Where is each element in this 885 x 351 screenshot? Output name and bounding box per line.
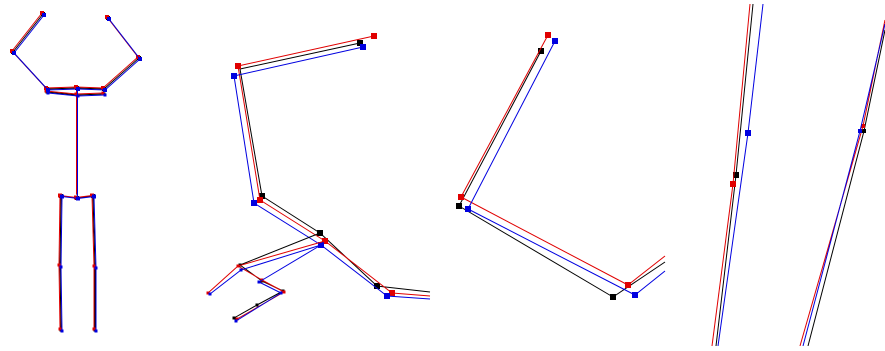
bone-b-red-bone [800,126,863,346]
limb-blue-joint-marker [552,38,558,44]
panel-arm-leg-zoom [207,33,431,323]
bone-a-blue-bone [748,4,763,133]
leg-blue-joint-marker [240,269,243,272]
limb-blue-joint-marker [632,292,638,298]
panel-limb-zoom [456,32,665,300]
bone-b-black-bone [808,131,864,346]
limb-blue-bone [468,41,555,209]
arm-blue-joint-marker [360,44,366,50]
bone-b-blue-bone [860,24,885,131]
skeleton-blue-shoulders-joint-marker [77,95,80,98]
arm-blue-bone [254,203,321,245]
bone-a-blue-joint-marker [745,130,751,136]
skeleton-blue-left-arm-joint-marker [12,51,16,55]
skeleton-blue-right-arm-bone [109,19,140,59]
limb-red-joint-marker [545,32,551,38]
limb-blue-bone [468,209,635,295]
skeleton-blue-left-leg-joint-marker [61,196,64,199]
arm-blue-joint-marker [384,293,390,299]
limb-blue-bone [635,271,665,295]
leg-blue-lower-joint-marker [280,292,283,295]
leg-red-lower-bone [238,266,262,280]
skeleton-blue-right-leg-joint-marker [95,267,98,270]
leg-black-bone [257,291,283,305]
skeleton-blue-right-arm-joint-marker [107,17,111,21]
skeleton-blue-left-arm-joint-marker [42,13,46,17]
limb-red-bone [461,197,628,285]
skeleton-blue-left-leg-joint-marker [61,330,64,333]
bone-a-red-joint-marker [730,181,736,187]
leg-blue-lower-bone [236,293,281,321]
leg-black-joint-marker [233,317,236,320]
bone-b-blue-bone [803,131,860,346]
leg-blue-lower-joint-marker [320,244,323,247]
bone-a-red-bone [733,4,750,184]
limb-black-bone [459,51,541,206]
bone-a-black-bone [736,4,753,175]
arm-red-joint-marker [235,63,241,69]
arm-red-bone [325,241,392,293]
leg-black-bone [234,305,257,318]
leg-red-bone [238,241,325,266]
bone-a-blue-bone [718,133,748,346]
skeleton-blue-left-leg-joint-marker [60,266,63,269]
leg-red-lower-joint-marker [283,291,286,294]
arm-blue-joint-marker [251,200,257,206]
arm-black-bone [262,196,320,233]
skeleton-blue-hips-joint-marker [76,197,80,201]
skeleton-blue-left-arm-bone [14,53,48,90]
skeleton-black-left-arm-bone [13,14,43,52]
leg-blue-lower-joint-marker [258,281,261,284]
skeleton-blue-shoulders-joint-marker [104,94,107,97]
leg-red-lower-joint-marker [237,265,240,268]
leg-blue-bone [210,270,241,294]
limb-red-bone [461,35,548,197]
skeleton-blue-left-arm-bone [14,15,44,53]
leg-red-lower-bone [262,280,284,292]
leg-black-joint-marker [256,304,259,307]
leg-blue-joint-marker [209,293,212,296]
arm-blue-joint-marker [231,73,237,79]
limb-black-joint-marker [610,294,616,300]
arm-red-joint-marker [257,197,263,203]
skeleton-blue-shoulders-joint-marker [47,92,50,95]
arm-red-joint-marker [371,33,377,39]
limb-black-bone [459,206,613,297]
limb-black-joint-marker [456,203,462,209]
arm-red-bone [392,293,430,296]
limb-red-joint-marker [458,194,464,200]
bone-b-black-bone [864,30,885,131]
skeleton-red-left-arm-bone [12,13,42,51]
arm-blue-bone [234,47,363,76]
skeleton-black-right-arm-bone [104,58,139,89]
arm-blue-bone [321,245,387,296]
skeleton-blue-right-arm-bone [105,59,140,90]
skeleton-red-right-arm-bone [103,57,138,88]
skeleton-blue-right-leg-joint-marker [95,330,98,333]
leg-blue-lower-joint-marker [235,320,238,323]
leg-black-joint-marker [319,232,322,235]
bone-b-black-joint-marker [862,129,866,133]
skeleton-blue-left-arm-joint-marker [46,88,50,92]
arm-black-bone [240,43,360,69]
leg-red-bone [208,266,238,293]
skeleton-blue-right-arm-joint-marker [138,57,142,61]
arm-red-bone [238,66,260,200]
skeleton-blue-right-arm-joint-marker [103,88,107,92]
bone-b-blue-joint-marker [858,129,862,133]
panel-bone-closeup [712,4,885,346]
skeleton-blue-right-leg-joint-marker [93,196,96,199]
limb-blue-joint-marker [465,206,471,212]
bone-a-black-bone [716,175,736,346]
leg-blue-lower-bone [259,282,281,293]
limb-red-bone [628,256,665,285]
limb-red-joint-marker [625,282,631,288]
arm-blue-bone [234,76,254,203]
leg-red-joint-marker [324,240,327,243]
panel-full-skeleton [10,11,142,333]
arm-red-bone [238,36,374,66]
arm-blue-bone [387,296,430,299]
